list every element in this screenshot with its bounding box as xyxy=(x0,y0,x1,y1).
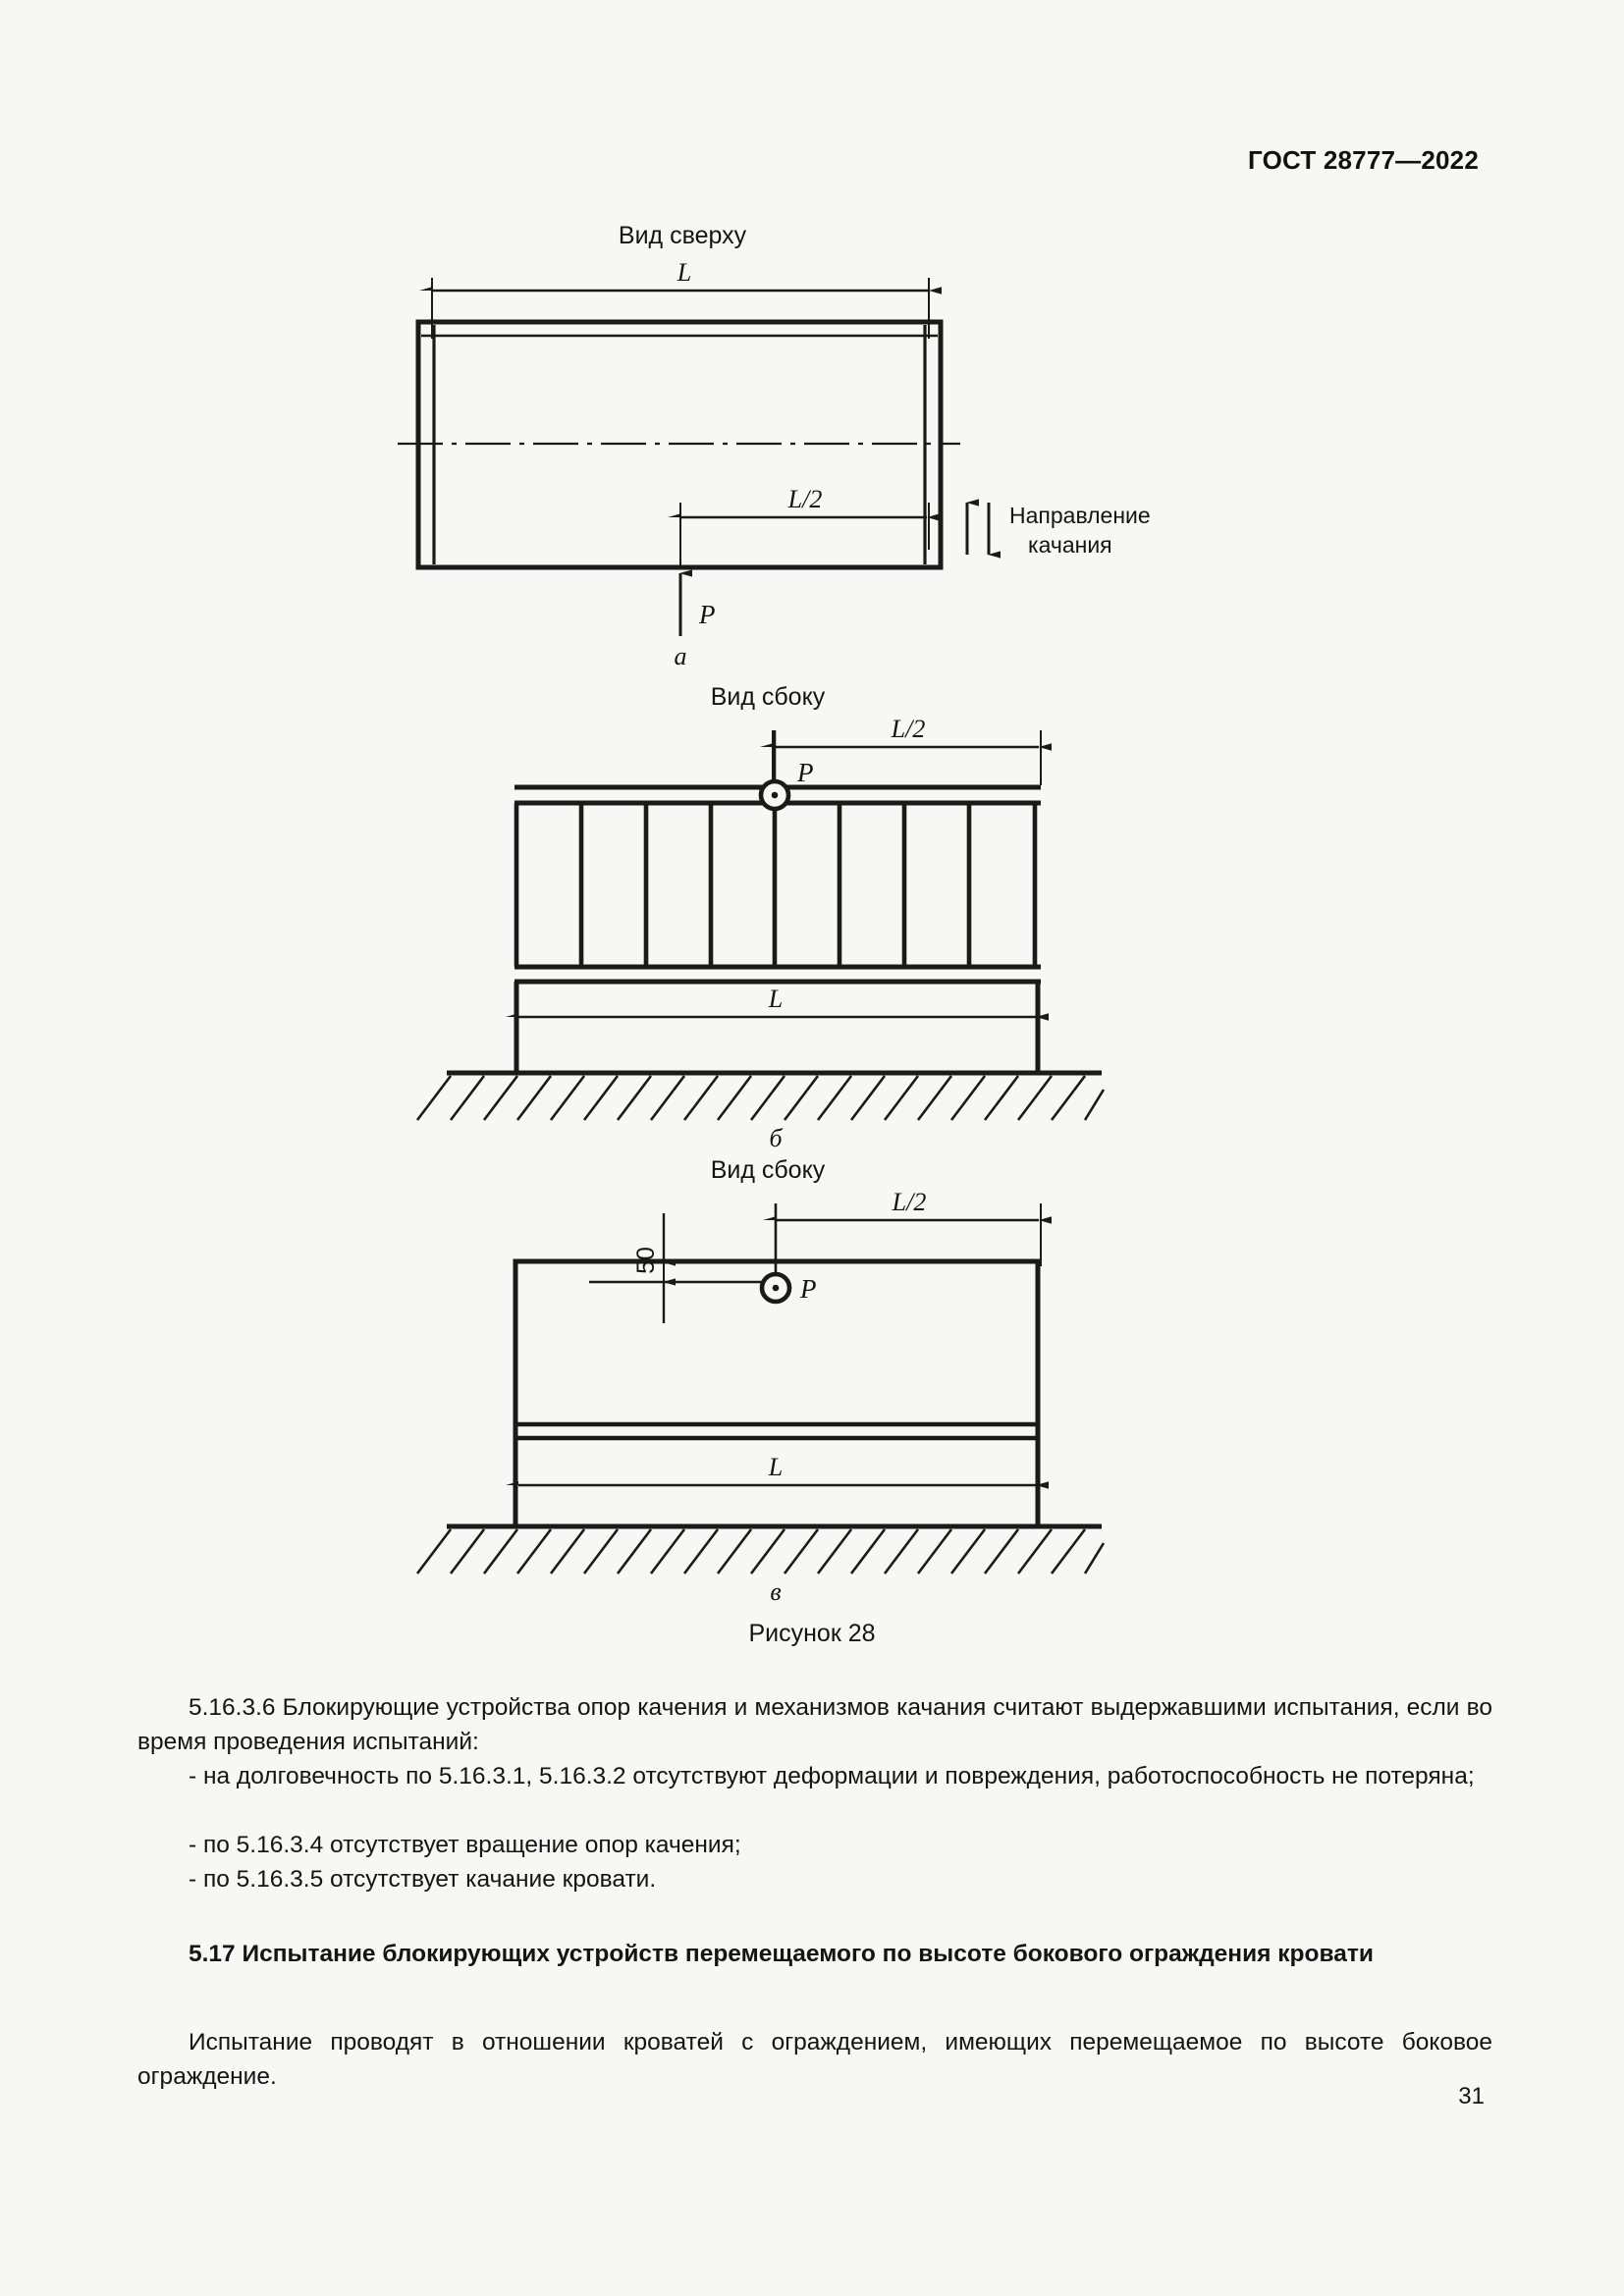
view-a-sublabel: а xyxy=(675,642,687,670)
view-b-title: Вид сбоку xyxy=(711,683,826,711)
view-a-dim-Lhalf-label: L/2 xyxy=(787,485,823,513)
clause-5-16-3-6-text: 5.16.3.6 Блокирующие устройства опор кач… xyxy=(137,1694,1492,1755)
view-c-sublabel: в xyxy=(770,1577,781,1606)
bullet-wrap-2: - по 5.16.3.4 отсутствует вращение опор … xyxy=(137,1828,1492,1862)
view-b-force-label: P xyxy=(796,758,814,787)
view-c-dim-L-label: L xyxy=(768,1453,783,1481)
clause-5-16-3-6-block: 5.16.3.6 Блокирующие устройства опор кач… xyxy=(137,1690,1492,1759)
figure-28-drawing: Вид сверху L L/2 P Напр xyxy=(398,222,1151,1606)
view-c-dim-Lhalf-label: L/2 xyxy=(892,1188,927,1216)
view-a-dim-L-label: L xyxy=(677,258,691,287)
swing-direction-label-line2: качания xyxy=(1028,532,1112,558)
view-a-title: Вид сверху xyxy=(619,222,747,249)
view-a-force-label: P xyxy=(698,600,716,629)
standard-header: ГОСТ 28777—2022 xyxy=(1248,145,1479,175)
clause-5-17-body-block: Испытание проводят в отношении кроватей … xyxy=(137,2025,1492,2094)
clause-5-17-heading: 5.17 Испытание блокирующих устройств пер… xyxy=(189,1941,1374,1967)
view-c-ground-hatch xyxy=(415,1528,1106,1575)
view-c-title: Вид сбоку xyxy=(711,1156,826,1184)
view-b-dim-L-label: L xyxy=(768,985,783,1013)
view-c-force-label: P xyxy=(799,1274,817,1304)
figure-28: Вид сверху L L/2 P Напр xyxy=(398,222,1151,1647)
bullet-item-3: - по 5.16.3.5 отсутствует качание кроват… xyxy=(189,1866,657,1893)
view-b-sublabel: б xyxy=(769,1124,783,1152)
clause-5-17-heading-block: 5.17 Испытание блокирующих устройств пер… xyxy=(137,1937,1492,1971)
clause-5-17-text: Испытание проводят в отношении кроватей … xyxy=(137,2029,1492,2090)
view-b-rail-bars xyxy=(514,803,1038,967)
bullet-wrap-3: - по 5.16.3.5 отсутствует качание кроват… xyxy=(137,1862,1492,1896)
clause-5-16-3-6-bullets: - на долговечность по 5.16.3.1, 5.16.3.2… xyxy=(137,1759,1492,1793)
view-c-dim-50-label: 50 xyxy=(632,1247,660,1274)
bullet-item-1: - на долговечность по 5.16.3.1, 5.16.3.2… xyxy=(189,1763,1475,1789)
figure-caption: Рисунок 28 xyxy=(748,1620,876,1647)
page-number: 31 xyxy=(1458,2083,1485,2109)
view-b-ground-hatch xyxy=(415,1075,1106,1121)
view-b-dim-Lhalf-label: L/2 xyxy=(891,715,926,743)
swing-direction-label-line1: Направление xyxy=(1009,503,1151,528)
bullet-item-2: - по 5.16.3.4 отсутствует вращение опор … xyxy=(189,1832,741,1858)
